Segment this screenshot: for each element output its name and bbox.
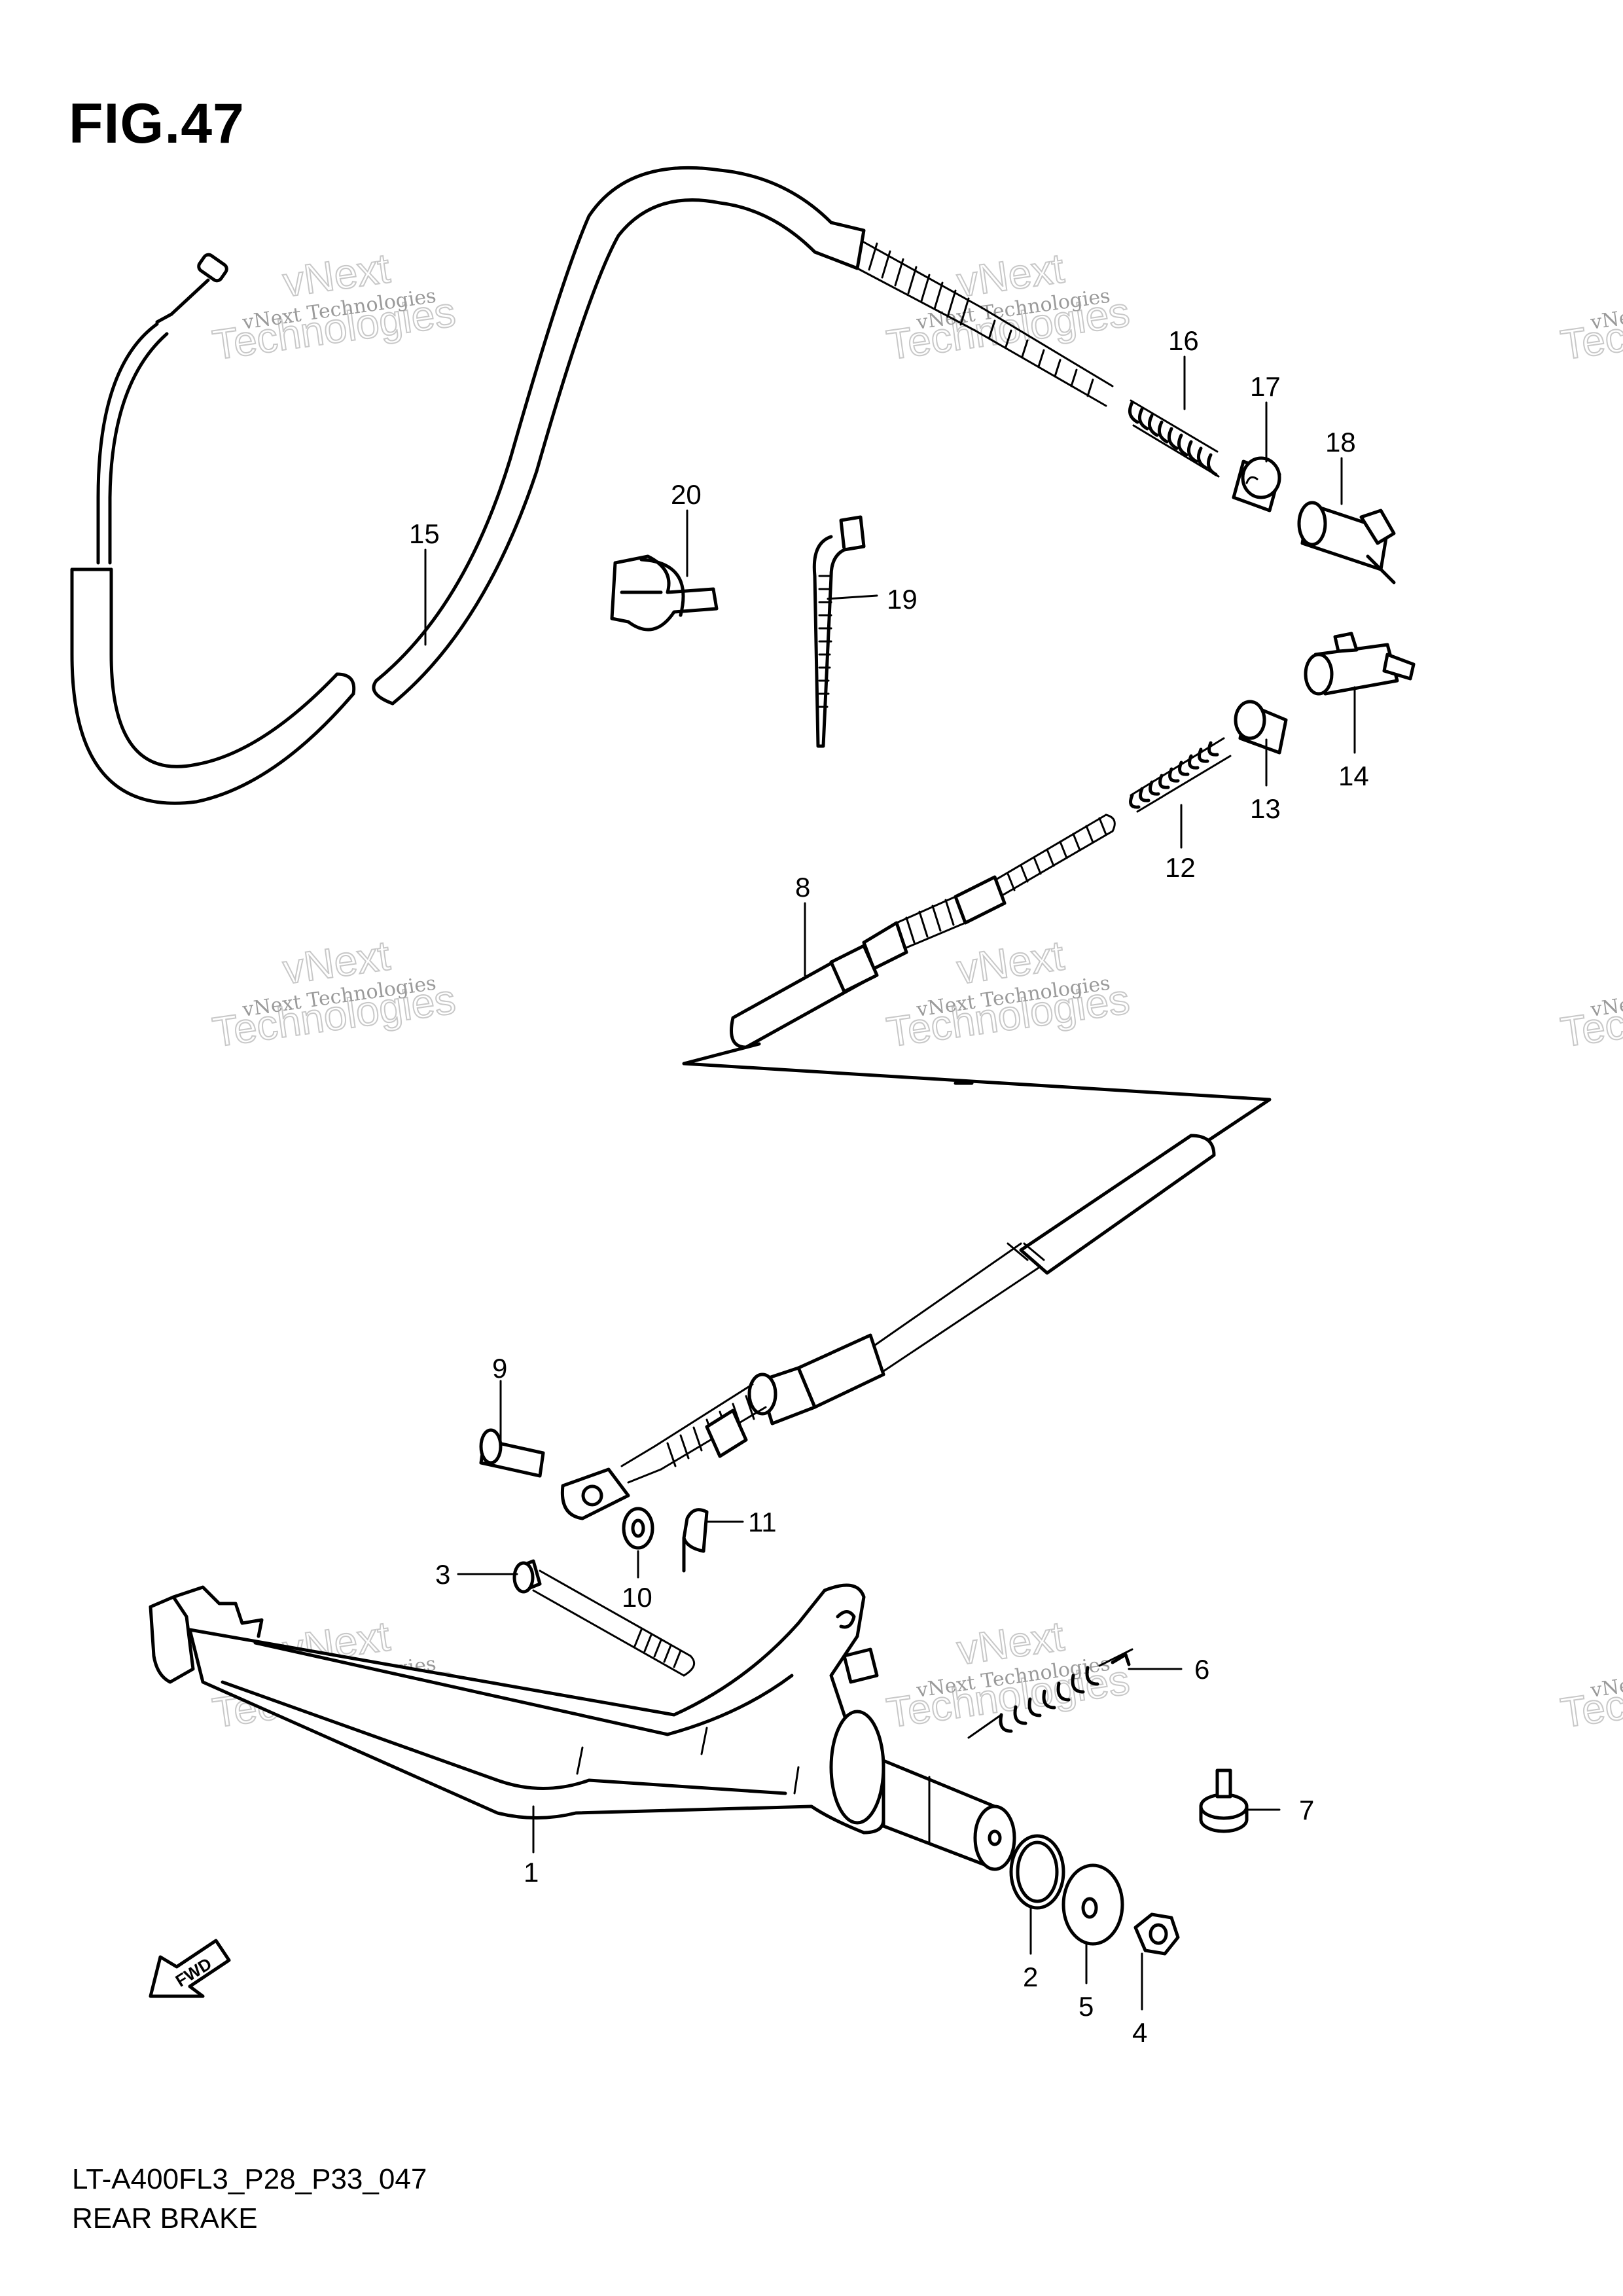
part-8-brake-cable xyxy=(560,814,1272,1520)
callout-12: 12 xyxy=(1165,852,1196,883)
watermarks: vNext Technologies vNext Technologies vN… xyxy=(209,243,1623,1738)
callout-9: 9 xyxy=(492,1353,507,1384)
part-17-collar xyxy=(1232,456,1281,512)
watermark: vNext Technologies vNext Technologies xyxy=(883,243,1133,369)
callout-20: 20 xyxy=(671,479,702,510)
part-18-joint xyxy=(1297,501,1396,584)
watermark: Technologies vNext Technologies xyxy=(1557,972,1623,1057)
watermark: vNext Technologies vNext Technologies xyxy=(883,1611,1133,1737)
callout-15: 15 xyxy=(409,518,440,549)
part-14-joint xyxy=(1304,632,1416,696)
part-2-o-ring xyxy=(1009,1834,1065,1910)
callout-7: 7 xyxy=(1299,1795,1314,1825)
svg-text:vNext Technologies: vNext Technologies xyxy=(1589,285,1623,334)
figure-name: REAR BRAKE xyxy=(72,2202,258,2234)
callout-18: 18 xyxy=(1325,427,1356,457)
part-5-washer xyxy=(1061,1863,1124,1946)
part-10-washer xyxy=(622,1507,654,1550)
part-13-collar xyxy=(1234,700,1288,755)
callout-1: 1 xyxy=(524,1857,539,1888)
callout-3: 3 xyxy=(435,1559,450,1590)
callout-19: 19 xyxy=(887,584,918,615)
fwd-arrow-icon: FWD xyxy=(149,1939,231,1998)
part-12-spring xyxy=(1129,737,1232,813)
callout-14: 14 xyxy=(1338,761,1369,791)
watermark: vNext Technologies vNext Technologies xyxy=(209,243,459,369)
part-16-spring xyxy=(1128,399,1220,478)
callouts: 1 2 3 4 5 6 7 8 9 10 11 12 13 14 15 16 1… xyxy=(409,325,1369,2048)
svg-text:vNext Technologies: vNext Technologies xyxy=(1589,972,1623,1022)
part-20-clamp xyxy=(610,554,719,632)
callout-17: 17 xyxy=(1250,371,1281,402)
callout-2: 2 xyxy=(1023,1962,1038,1992)
part-6-return-spring xyxy=(967,1648,1133,1739)
part-9-clevis-pin xyxy=(479,1428,545,1478)
watermark: Technologies vNext Technologies xyxy=(1557,285,1623,370)
callout-11: 11 xyxy=(748,1507,777,1537)
callout-4: 4 xyxy=(1132,2017,1147,2048)
part-3-bolt xyxy=(512,1559,696,1677)
callout-6: 6 xyxy=(1194,1654,1209,1685)
callout-8: 8 xyxy=(795,872,810,903)
svg-text:vNext Technologies: vNext Technologies xyxy=(1589,1653,1623,1702)
figure-code: LT-A400FL3_P28_P33_047 xyxy=(72,2163,427,2195)
part-19-cable-tie xyxy=(812,515,866,748)
callout-10: 10 xyxy=(622,1582,652,1613)
callout-13: 13 xyxy=(1250,793,1281,824)
part-11-cotter-pin xyxy=(682,1508,709,1573)
leader-lines xyxy=(424,355,1356,2011)
watermark: Technologies vNext Technologies xyxy=(1557,1653,1623,1738)
part-15-brake-cable xyxy=(70,166,1114,805)
part-4-nut xyxy=(1133,1912,1180,1956)
part-7-stud-nut xyxy=(1199,1768,1249,1833)
callout-16: 16 xyxy=(1168,325,1199,356)
figure-title: FIG.47 xyxy=(69,92,245,155)
callout-5: 5 xyxy=(1079,1991,1094,2022)
watermark: vNext Technologies vNext Technologies xyxy=(209,931,459,1056)
part-1-brake-pedal xyxy=(149,1583,1016,1871)
